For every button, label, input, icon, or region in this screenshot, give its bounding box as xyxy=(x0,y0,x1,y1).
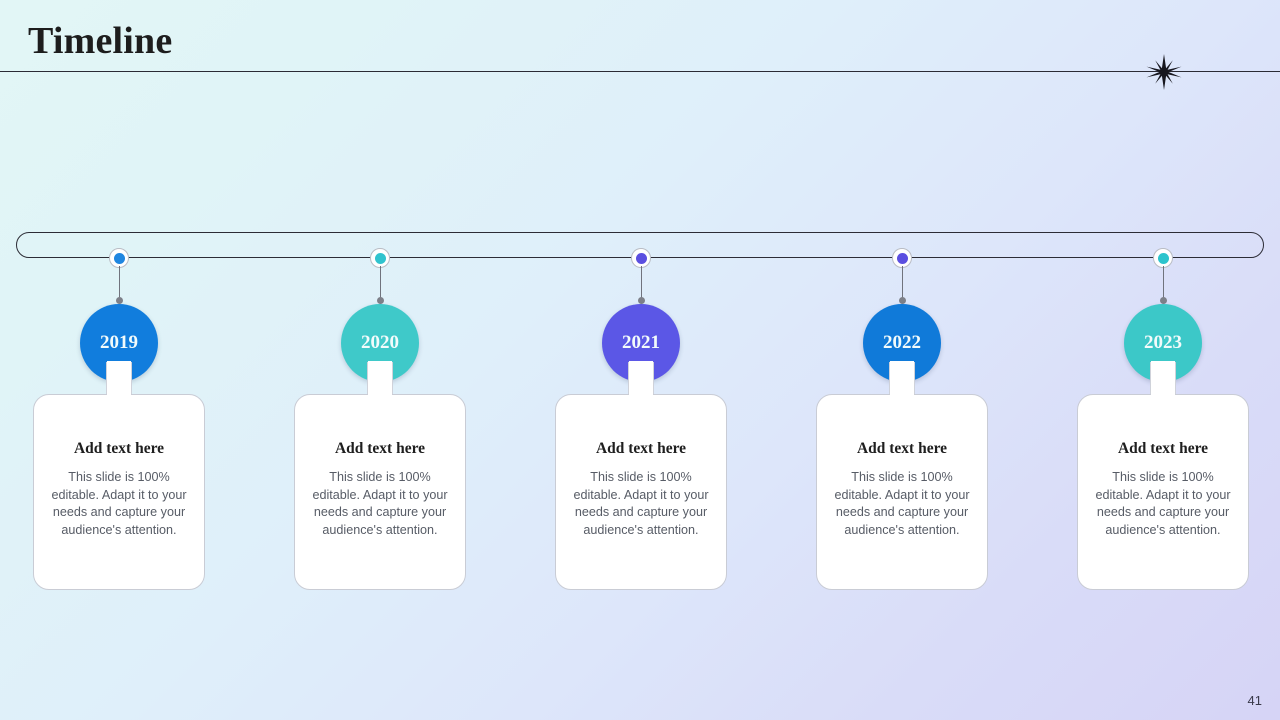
timeline-node-dot xyxy=(113,252,125,264)
timeline-item-2019[interactable]: 2019 Add text here This slide is 100% ed… xyxy=(0,0,250,720)
card-body: This slide is 100% editable. Adapt it to… xyxy=(312,470,448,537)
year-label: 2023 xyxy=(1144,332,1182,353)
timeline-node-marker xyxy=(109,248,129,268)
card-tab-mask xyxy=(107,361,131,397)
sparkle-star-icon xyxy=(1146,54,1182,90)
timeline-connector-dot xyxy=(898,297,906,304)
year-circle[interactable]: 2020 xyxy=(341,304,419,382)
timeline-connector-dot xyxy=(637,297,645,304)
year-label: 2021 xyxy=(622,332,660,353)
card-body: This slide is 100% editable. Adapt it to… xyxy=(1095,470,1231,537)
timeline-connector-line xyxy=(640,266,642,300)
timeline-node-marker xyxy=(370,248,390,268)
timeline-node-dot xyxy=(896,252,908,264)
card-title: Add text here xyxy=(856,440,948,457)
timeline-connector-dot xyxy=(115,297,123,304)
card-title: Add text here xyxy=(1117,440,1209,457)
timeline-node-marker xyxy=(631,248,651,268)
card-title: Add text here xyxy=(595,440,687,457)
page-title: Timeline xyxy=(28,20,173,62)
card-title: Add text here xyxy=(334,440,426,457)
timeline-card[interactable]: Add text here This slide is 100% editabl… xyxy=(816,361,988,590)
timeline-connector-line xyxy=(118,266,120,300)
card-tab-mask xyxy=(1151,361,1175,397)
timeline-card[interactable]: Add text here This slide is 100% editabl… xyxy=(1077,361,1249,590)
timeline-item-2022[interactable]: 2022 Add text here This slide is 100% ed… xyxy=(771,0,1033,720)
timeline-card[interactable]: Add text here This slide is 100% editabl… xyxy=(555,361,727,590)
title-divider xyxy=(0,71,1280,72)
card-tab-mask xyxy=(890,361,914,397)
timeline-item-2023[interactable]: 2023 Add text here This slide is 100% ed… xyxy=(1032,0,1280,720)
card-title: Add text here xyxy=(73,440,165,457)
timeline-node-dot xyxy=(374,252,386,264)
card-body: This slide is 100% editable. Adapt it to… xyxy=(51,470,187,537)
card-body: This slide is 100% editable. Adapt it to… xyxy=(573,470,709,537)
timeline-node-marker xyxy=(892,248,912,268)
year-label: 2022 xyxy=(883,332,921,353)
card-tab-mask xyxy=(629,361,653,397)
year-label: 2019 xyxy=(100,332,138,353)
timeline-connector-line xyxy=(901,266,903,300)
timeline-card[interactable]: Add text here This slide is 100% editabl… xyxy=(294,361,466,590)
timeline-node-dot xyxy=(1157,252,1169,264)
card-tab-mask xyxy=(368,361,392,397)
timeline-connector-dot xyxy=(376,297,384,304)
timeline-item-2021[interactable]: 2021 Add text here This slide is 100% ed… xyxy=(510,0,772,720)
timeline-node-marker xyxy=(1153,248,1173,268)
timeline-connector-line xyxy=(379,266,381,300)
timeline-connector-line xyxy=(1162,266,1164,300)
timeline-connector-dot xyxy=(1159,297,1167,304)
card-body: This slide is 100% editable. Adapt it to… xyxy=(834,470,970,537)
year-label: 2020 xyxy=(361,332,399,353)
timeline-card[interactable]: Add text here This slide is 100% editabl… xyxy=(33,361,205,590)
page-number: 41 xyxy=(1247,693,1262,708)
timeline-node-dot xyxy=(635,252,647,264)
year-circle[interactable]: 2022 xyxy=(863,304,941,382)
timeline-item-2020[interactable]: 2020 Add text here This slide is 100% ed… xyxy=(249,0,511,720)
